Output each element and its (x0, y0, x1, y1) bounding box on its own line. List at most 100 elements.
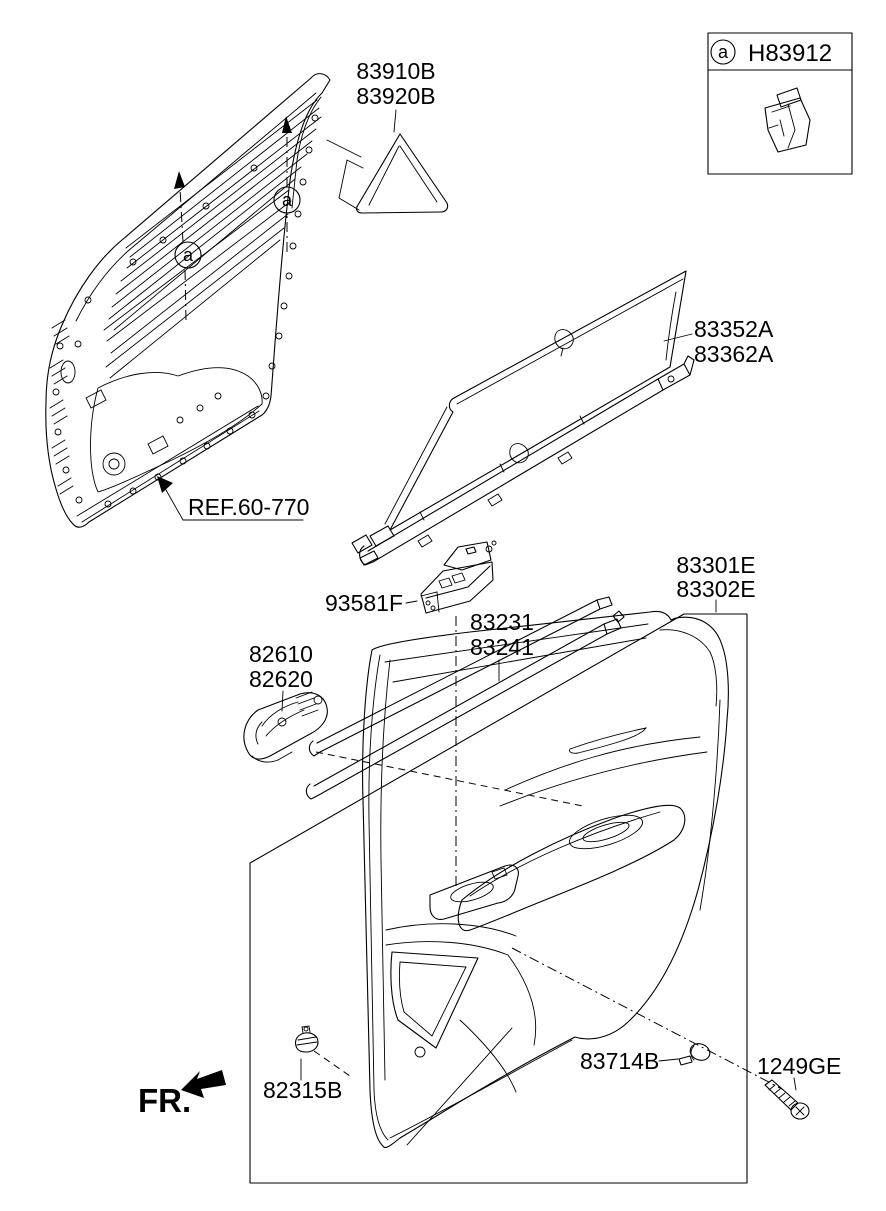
label-belt-molding-line2: 83241 (470, 634, 534, 660)
inner-handle-position-line (315, 751, 584, 807)
sunshade-rail-bracket-hole (667, 375, 675, 383)
label-grommet: 82315B (263, 1058, 342, 1103)
clip-head (689, 1043, 711, 1061)
marker-a-left-letter: a (183, 245, 194, 265)
label-inner-handle-line1: 82610 (249, 641, 313, 667)
label-grommet-text: 82315B (263, 1077, 342, 1103)
delta-cover-body (356, 133, 449, 214)
trim-panel-switch-hole (450, 881, 494, 903)
label-window-switch: 93581F (325, 590, 418, 616)
grommet-ridges (296, 1025, 318, 1046)
label-window-switch-text: 93581F (325, 590, 403, 616)
belt-molding-strip-lower (305, 610, 625, 800)
screw-head (790, 1102, 810, 1120)
window-switch-illustration (420, 540, 497, 886)
window-switch-buttons (438, 572, 466, 589)
marker-a-right-arrowhead (282, 116, 292, 133)
label-clip-leader (658, 1058, 679, 1062)
sunshade-rail (359, 378, 664, 566)
clip-tab (678, 1055, 693, 1066)
door-regulator-boss-inner (108, 458, 120, 470)
callout-box-marker-letter: a (718, 42, 729, 62)
marker-a-left: a (174, 171, 202, 321)
label-inner-handle: 82610 82620 (249, 641, 313, 712)
front-direction-indicator: FR. (138, 1070, 226, 1119)
delta-cover-illustration (326, 133, 449, 214)
marker-a-right-circle (273, 186, 301, 214)
marker-a-right-letter: a (282, 190, 293, 210)
trim-panel-map-pocket (385, 923, 537, 1146)
clip-illustration (511, 947, 783, 1090)
sunshade-rail-right-bracket (657, 355, 695, 391)
label-delta-cover-line1: 83910B (356, 58, 435, 84)
sunshade-hook-bottom (509, 443, 529, 464)
trim-panel-front-edge-lines (368, 654, 391, 1141)
screw-threads (768, 1084, 796, 1107)
label-delta-cover-line2: 83920B (356, 83, 435, 109)
door-frame-illustration: a a (45, 73, 331, 528)
label-door-ref-text: REF.60-770 (188, 494, 309, 520)
callout-box-border (707, 32, 853, 175)
sunshade-hook-top (554, 329, 574, 357)
label-delta-cover: 83910B 83920B (356, 58, 436, 133)
label-screw-leader (793, 1077, 797, 1091)
window-switch-plug (420, 591, 440, 613)
trim-panel-top-band (384, 623, 721, 911)
inner-handle-illustration (243, 691, 584, 807)
delta-cover-flap (338, 159, 364, 211)
door-front-slot (60, 360, 76, 384)
trim-panel-speaker-hole (414, 1046, 426, 1058)
grommet-position-line (313, 1050, 351, 1077)
label-window-switch-leader (405, 600, 418, 604)
trim-panel-armrest-inner (469, 811, 661, 897)
trim-panel-pull-cup (569, 814, 643, 850)
label-sunshade-line2: 83362A (694, 341, 774, 367)
trim-panel-illustration (362, 610, 729, 1149)
screw-illustration (764, 1079, 810, 1120)
trim-panel-enclosure-box (249, 613, 748, 1184)
door-outline (45, 73, 331, 528)
callout-clip-illustration (764, 87, 811, 153)
door-inner-frame (75, 92, 322, 523)
sunshade-sheet-edges (384, 278, 684, 525)
trim-panel-grab-band (499, 727, 708, 807)
door-holes (52, 114, 319, 508)
label-sunshade-line1: 83352A (694, 316, 774, 342)
window-switch-upper (443, 541, 492, 571)
label-door-ref-leader (165, 489, 184, 521)
label-clip: 83714B (580, 1048, 679, 1074)
marker-a-left-circle (174, 241, 202, 269)
trim-panel-armrest (457, 804, 686, 932)
belt-molding-illustration (305, 596, 625, 800)
sunshade-illustration (351, 270, 695, 566)
screw-head-slot (795, 1106, 805, 1116)
front-direction-text: FR. (138, 1082, 191, 1119)
trim-panel-switch-bezel (429, 864, 519, 920)
label-screw-text: 1249GE (757, 1053, 841, 1079)
label-inner-handle-line2: 82620 (249, 666, 313, 692)
inner-handle-spring (295, 691, 319, 717)
label-trim-panel: 83301E 83302E (676, 552, 756, 613)
trim-panel-pull-cup-inner (582, 821, 630, 843)
marker-a-left-line (179, 187, 187, 321)
label-delta-cover-leader (393, 109, 397, 133)
label-trim-panel-line1: 83301E (676, 552, 755, 578)
grommet-illustration (294, 1025, 351, 1077)
label-door-ref: REF.60-770 (157, 476, 309, 521)
grommet-body (294, 1032, 319, 1053)
label-inner-handle-leader (281, 690, 284, 712)
trim-panel-switch-slot (491, 867, 508, 880)
clip-detail (690, 1045, 695, 1061)
marker-a-left-arrowhead (174, 171, 185, 189)
door-glass-run-hatching (108, 99, 322, 331)
door-impact-beam-hatching (103, 189, 292, 379)
inner-handle-cup (243, 692, 328, 760)
delta-cover-inner (368, 145, 438, 206)
label-sunshade-leader (663, 333, 693, 342)
label-screw: 1249GE (757, 1053, 841, 1091)
label-sunshade: 83352A 83362A (663, 316, 774, 367)
trim-panel-speaker (390, 951, 479, 1049)
inner-handle-lever (251, 701, 305, 763)
